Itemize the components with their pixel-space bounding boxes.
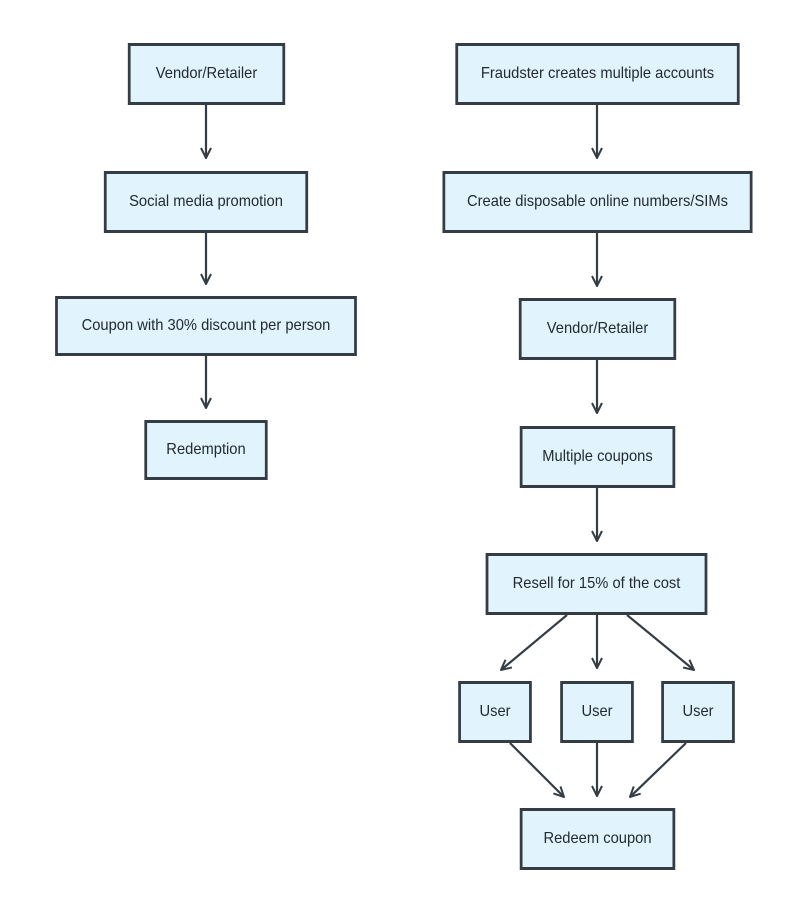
node-label: User xyxy=(479,703,511,720)
edge-user-right-to-redeem xyxy=(630,742,687,797)
node-label: User xyxy=(581,703,613,720)
node-coupon-30-discount: Coupon with 30% discount per person xyxy=(55,296,357,356)
node-label: Fraudster creates multiple accounts xyxy=(480,65,715,82)
edge-user-left-to-redeem xyxy=(509,742,564,797)
node-redeem-coupon: Redeem coupon xyxy=(519,808,676,870)
node-user-middle: User xyxy=(560,681,634,743)
node-label: Vendor/Retailer xyxy=(546,320,649,337)
edge-resell-to-user-right xyxy=(626,614,694,670)
node-redemption: Redemption xyxy=(144,420,268,480)
edge-resell-to-user-left xyxy=(501,614,568,670)
node-label: Resell for 15% of the cost xyxy=(512,575,681,592)
node-social-media-promotion: Social media promotion xyxy=(103,171,309,233)
node-right-vendor-retailer: Vendor/Retailer xyxy=(518,298,677,360)
node-label: Vendor/Retailer xyxy=(155,65,258,82)
node-label: Redeem coupon xyxy=(543,830,652,847)
node-fraudster-creates-accounts: Fraudster creates multiple accounts xyxy=(455,43,740,105)
node-user-right: User xyxy=(661,681,735,743)
node-left-vendor-retailer: Vendor/Retailer xyxy=(127,43,286,105)
node-label: Coupon with 30% discount per person xyxy=(81,317,331,334)
node-label: Redemption xyxy=(166,441,246,458)
node-resell-15-percent: Resell for 15% of the cost xyxy=(485,553,708,615)
node-create-disposable-numbers: Create disposable online numbers/SIMs xyxy=(442,171,753,233)
node-multiple-coupons: Multiple coupons xyxy=(519,426,676,488)
node-label: Multiple coupons xyxy=(542,448,653,465)
node-label: User xyxy=(682,703,714,720)
node-label: Social media promotion xyxy=(129,193,283,210)
node-user-left: User xyxy=(458,681,532,743)
node-label: Create disposable online numbers/SIMs xyxy=(466,193,728,210)
